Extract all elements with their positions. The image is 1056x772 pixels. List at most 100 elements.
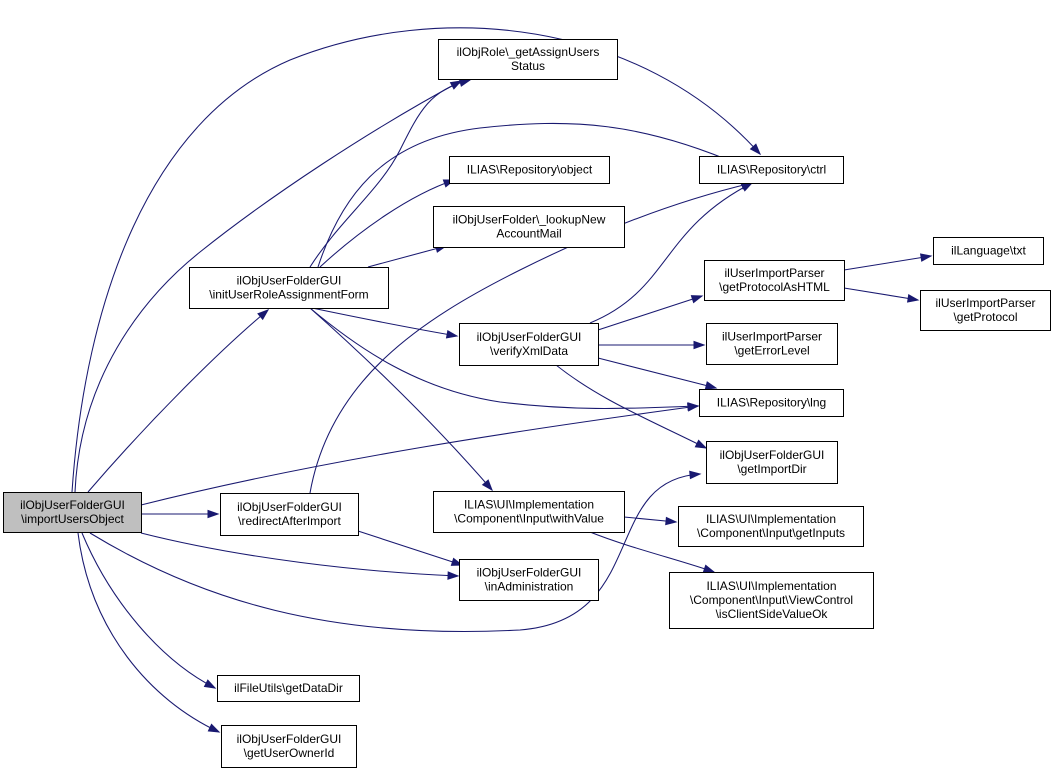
node-box bbox=[220, 493, 359, 536]
edge-arrowhead bbox=[689, 470, 702, 480]
edge-arrowhead bbox=[481, 479, 493, 492]
node-box bbox=[678, 506, 864, 547]
edges-layer bbox=[71, 27, 933, 733]
node-getDataDir[interactable]: ilFileUtils\getDataDir bbox=[217, 675, 360, 702]
edge-line bbox=[140, 532, 459, 577]
node-label-line: ilObjUserFolderGUI bbox=[720, 448, 825, 462]
node-getErrorLevel[interactable]: ilUserImportParser\getErrorLevel bbox=[706, 323, 838, 365]
node-box bbox=[438, 39, 618, 80]
edge-importUsersObject-to-getUserOwnerId bbox=[77, 532, 221, 733]
edge-line bbox=[317, 122, 741, 268]
node-isClientSideValueOk[interactable]: ILIAS\UI\Implementation\Component\Input\… bbox=[669, 572, 874, 629]
node-label-line: \redirectAfterImport bbox=[238, 514, 341, 528]
node-label-line: \verifyXmlData bbox=[490, 344, 568, 358]
edge-line bbox=[597, 357, 717, 389]
node-label-line: \getErrorLevel bbox=[734, 344, 809, 358]
edge-redirectAfterImport-to-inAdministration bbox=[357, 530, 464, 566]
node-label-line: \getUserOwnerId bbox=[244, 746, 335, 760]
edge-line bbox=[81, 532, 216, 689]
nodes-layer: ilObjUserFolderGUI\importUsersObjectilOb… bbox=[3, 39, 1051, 768]
edge-line bbox=[309, 307, 699, 410]
edge-line bbox=[87, 309, 269, 493]
node-label-line: \Component\Input\getInputs bbox=[697, 526, 845, 540]
edge-arrowhead bbox=[919, 253, 933, 262]
node-label-line: ilObjUserFolderGUI bbox=[477, 566, 582, 580]
edge-arrowhead bbox=[704, 381, 718, 390]
node-box bbox=[3, 492, 142, 533]
edge-arrowhead bbox=[207, 723, 221, 733]
node-label-line: ILIAS\UI\Implementation bbox=[706, 512, 836, 526]
node-label-line: \inAdministration bbox=[485, 580, 574, 594]
node-label-line: ilObjUserFolderGUI bbox=[20, 498, 125, 512]
edge-line bbox=[589, 531, 715, 573]
node-label-line: ILIAS\Repository\lng bbox=[717, 396, 826, 410]
edge-line bbox=[71, 27, 761, 493]
node-getProtocol[interactable]: ilUserImportParser\getProtocol bbox=[920, 290, 1051, 331]
edge-line bbox=[319, 179, 455, 268]
node-box bbox=[459, 323, 599, 366]
node-label-line: ilObjUserFolder\_lookupNew bbox=[453, 213, 606, 227]
edge-arrowhead bbox=[690, 295, 704, 304]
node-label-line: \Component\Input\ViewControl bbox=[690, 593, 853, 607]
node-label-line: ilUserImportParser bbox=[722, 330, 822, 344]
node-getInputs[interactable]: ILIAS\UI\Implementation\Component\Input\… bbox=[678, 506, 864, 547]
edge-arrowhead bbox=[447, 571, 460, 580]
edge-line bbox=[311, 307, 458, 337]
node-initUserRoleAssignmentForm[interactable]: ilObjUserFolderGUI\initUserRoleAssignmen… bbox=[189, 267, 389, 309]
edge-verifyXmlData-to-getImportDir bbox=[555, 364, 708, 449]
edge-verifyXmlData-to-repoLng bbox=[597, 357, 718, 390]
edge-initUserRoleAssignmentForm-to-repoLng bbox=[309, 307, 700, 411]
node-label-line: Status bbox=[511, 59, 545, 73]
node-label-line: \initUserRoleAssignmentForm bbox=[209, 288, 368, 302]
node-box bbox=[221, 725, 357, 768]
node-box bbox=[920, 290, 1051, 331]
node-label-line: ilObjRole\_getAssignUsers bbox=[457, 45, 600, 59]
edge-arrowhead bbox=[445, 330, 459, 339]
node-getProtocolAsHTML[interactable]: ilUserImportParser\getProtocolAsHTML bbox=[704, 260, 845, 301]
edge-withValue-to-getInputs bbox=[623, 516, 678, 526]
node-inAdministration[interactable]: ilObjUserFolderGUI\inAdministration bbox=[459, 559, 599, 601]
edge-line bbox=[74, 80, 462, 493]
node-label-line: ilUserImportParser bbox=[724, 266, 824, 280]
edge-arrowhead bbox=[702, 564, 716, 573]
edge-importUsersObject-to-getImportDir bbox=[89, 470, 702, 633]
node-box bbox=[217, 675, 360, 702]
node-box bbox=[704, 260, 845, 301]
edge-line bbox=[309, 307, 493, 491]
node-label-line: ilLanguage\txt bbox=[951, 244, 1026, 258]
node-getImportDir[interactable]: ilObjUserFolderGUI\getImportDir bbox=[706, 441, 838, 484]
edge-arrowhead bbox=[458, 78, 472, 87]
node-label-line: \Component\Input\withValue bbox=[454, 512, 604, 526]
edge-initUserRoleAssignmentForm-to-verifyXmlData bbox=[311, 307, 459, 339]
edge-line bbox=[357, 530, 463, 566]
node-verifyXmlData[interactable]: ilObjUserFolderGUI\verifyXmlData bbox=[459, 323, 599, 366]
edge-arrowhead bbox=[665, 516, 678, 526]
node-redirectAfterImport[interactable]: ilObjUserFolderGUI\redirectAfterImport bbox=[220, 493, 359, 536]
edge-importUsersObject-to-getDataDir bbox=[81, 532, 217, 689]
node-label-line: \getImportDir bbox=[737, 462, 806, 476]
node-repoObject[interactable]: ILIAS\Repository\object bbox=[449, 156, 610, 184]
edge-arrowhead bbox=[749, 143, 762, 156]
edge-line bbox=[367, 245, 447, 268]
node-label-line: \getProtocolAsHTML bbox=[719, 280, 830, 294]
edge-arrowhead bbox=[693, 340, 706, 350]
edge-line bbox=[843, 255, 932, 271]
node-repoLng[interactable]: ILIAS\Repository\lng bbox=[699, 389, 844, 417]
node-withValue[interactable]: ILIAS\UI\Implementation\Component\Input\… bbox=[433, 491, 625, 533]
node-repoCtrl[interactable]: ILIAS\Repository\ctrl bbox=[699, 156, 844, 184]
node-getUserOwnerId[interactable]: ilObjUserFolderGUI\getUserOwnerId bbox=[221, 725, 357, 768]
node-box bbox=[449, 156, 610, 184]
node-box bbox=[433, 206, 625, 248]
edge-line bbox=[89, 473, 701, 633]
node-box bbox=[706, 323, 838, 365]
edge-verifyXmlData-to-getProtocolAsHTML bbox=[597, 295, 704, 331]
node-label-line: ILIAS\Repository\ctrl bbox=[717, 163, 826, 177]
node-box bbox=[699, 389, 844, 417]
node-label-line: ILIAS\UI\Implementation bbox=[706, 579, 836, 593]
edge-getProtocolAsHTML-to-languageTxt bbox=[843, 253, 933, 271]
node-languageTxt[interactable]: ilLanguage\txt bbox=[933, 237, 1044, 265]
node-box bbox=[189, 267, 389, 309]
